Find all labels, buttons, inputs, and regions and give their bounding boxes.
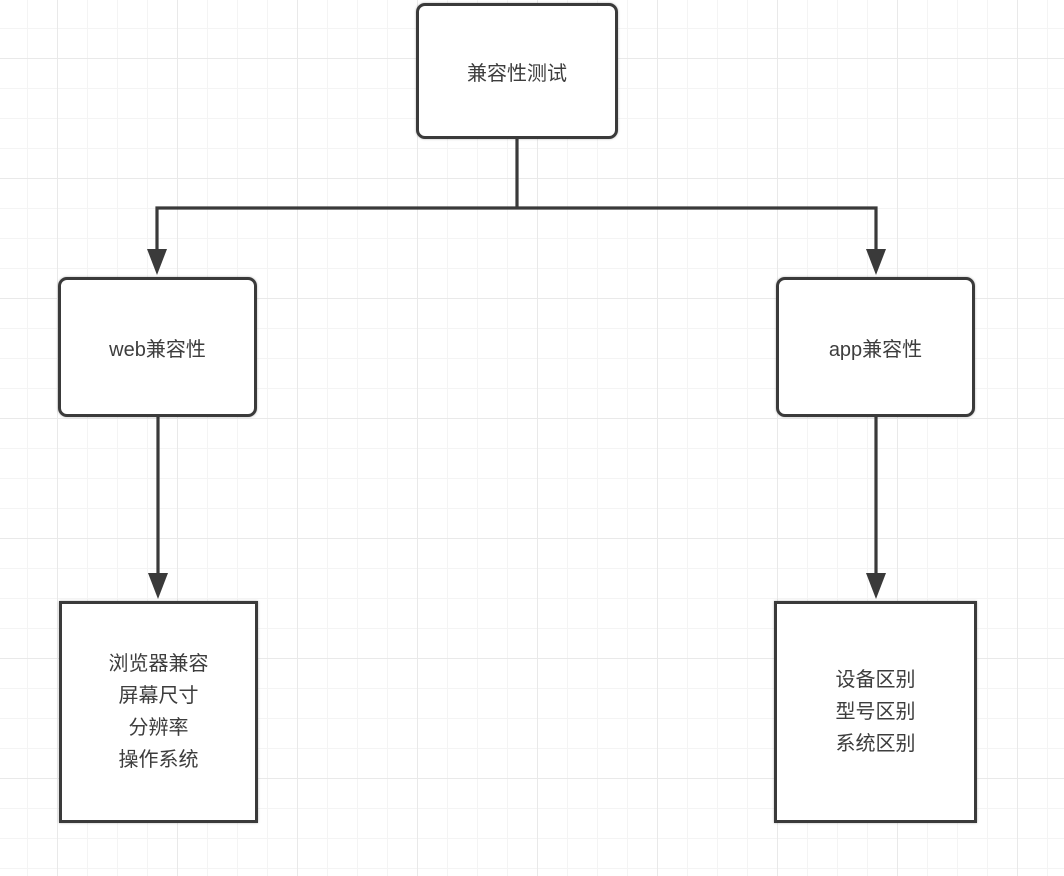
connector-branch-rail <box>155 206 878 258</box>
node-detail-line: 设备区别 <box>835 669 916 691</box>
node-label: web兼容性 <box>109 338 206 361</box>
node-detail-line: 分辨率 <box>128 717 189 739</box>
node-detail-line: 屏幕尺寸 <box>118 685 199 707</box>
arrowhead-app-details <box>866 573 886 599</box>
node-label: app兼容性 <box>828 338 923 361</box>
node-app-details[interactable]: 设备区别 型号区别 系统区别 <box>774 601 977 823</box>
arrowhead-web-details <box>148 573 168 599</box>
node-detail-line: 浏览器兼容 <box>108 653 209 675</box>
node-detail-line: 系统区别 <box>835 733 916 755</box>
node-compatibility-test[interactable]: 兼容性测试 <box>416 3 618 139</box>
node-app-compatibility[interactable]: app兼容性 <box>776 277 975 417</box>
node-web-compatibility[interactable]: web兼容性 <box>58 277 257 417</box>
node-detail-line: 型号区别 <box>835 701 916 723</box>
arrowhead-app <box>866 249 886 275</box>
node-web-details[interactable]: 浏览器兼容 屏幕尺寸 分辨率 操作系统 <box>59 601 258 823</box>
node-detail-line: 操作系统 <box>118 749 199 771</box>
arrowhead-web <box>147 249 167 275</box>
node-label: 兼容性测试 <box>467 62 567 85</box>
